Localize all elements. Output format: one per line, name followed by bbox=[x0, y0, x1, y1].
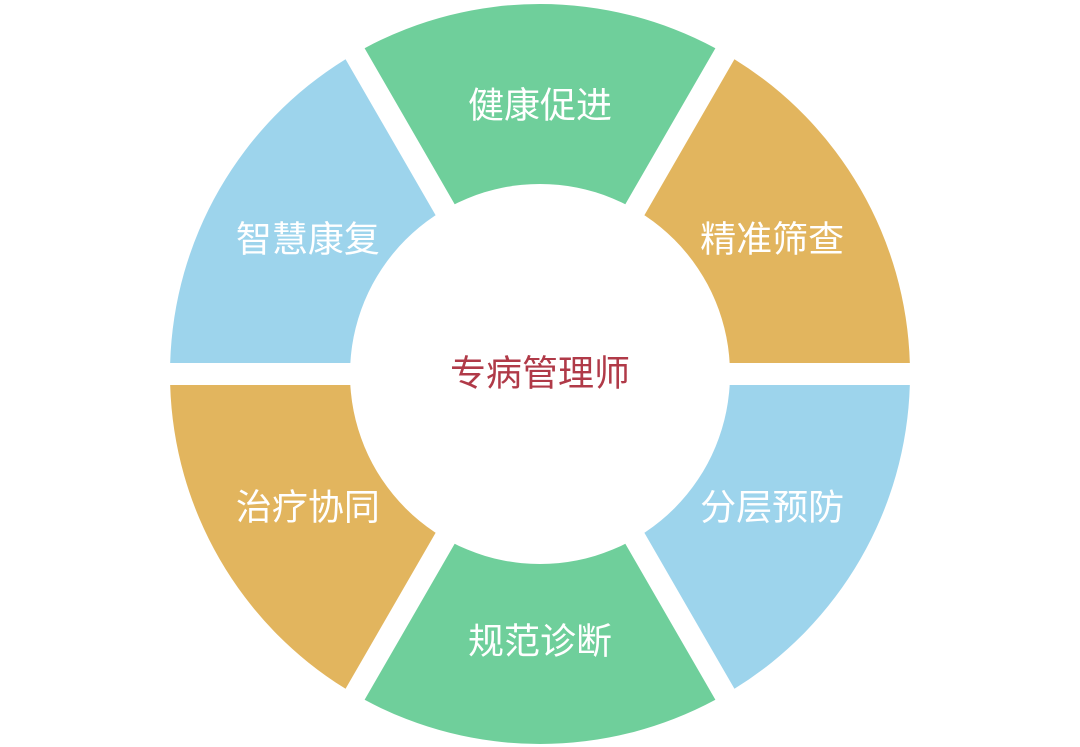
segment-layered-prevention-label: 分层预防 bbox=[700, 488, 844, 529]
segment-smart-rehabilitation-label: 智慧康复 bbox=[236, 220, 380, 261]
segment-treatment-coordination-label: 治疗协同 bbox=[236, 488, 380, 529]
segment-health-promotion-label: 健康促进 bbox=[468, 86, 612, 127]
segment-treatment-coordination bbox=[170, 384, 437, 689]
segment-precise-screening-label: 精准筛查 bbox=[700, 220, 844, 261]
center-disc bbox=[350, 184, 730, 564]
segment-health-promotion bbox=[364, 3, 716, 206]
center-title: 专病管理师 bbox=[450, 354, 630, 395]
segment-smart-rehabilitation bbox=[170, 59, 437, 364]
segment-precise-screening bbox=[643, 59, 910, 364]
segment-standard-diagnosis bbox=[364, 542, 716, 745]
segment-standard-diagnosis-label: 规范诊断 bbox=[468, 622, 612, 663]
segment-layered-prevention bbox=[643, 384, 910, 689]
